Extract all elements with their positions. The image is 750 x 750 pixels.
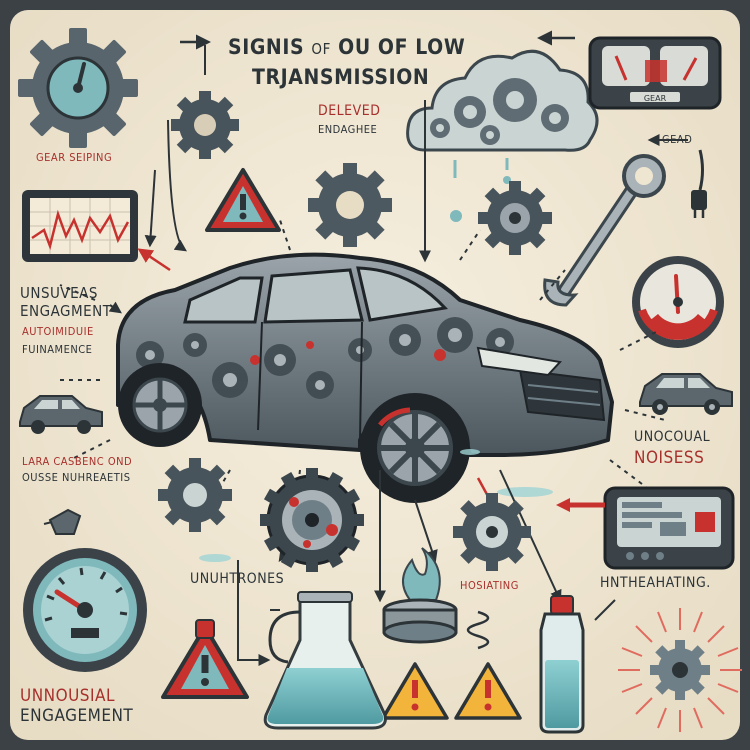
arrow-icon [137, 248, 171, 272]
label-hosiating: HOSIATING [460, 579, 519, 592]
label-unocoual: UNOCOUAL [634, 429, 711, 445]
gear-icon [650, 640, 710, 700]
label-engaghee: ENDAGHEE [318, 123, 378, 136]
torch-icon [382, 547, 458, 644]
car-icon [19, 395, 103, 434]
burst-icon [618, 608, 742, 732]
arrow-icon [167, 119, 187, 252]
label-ouese-nuhreaetis: OUSSE NUHREAETIS [22, 471, 131, 484]
title-line-2: TRJANSMISSION [252, 65, 430, 89]
title-word-2: OF [311, 40, 331, 58]
flask-icon [263, 591, 387, 730]
label-noisess: NOISESS [634, 448, 705, 468]
label-gead: GEAD [662, 133, 693, 146]
wrench-icon [543, 154, 666, 307]
cap [195, 619, 215, 639]
wheel-icon [118, 363, 202, 447]
spray-icon [43, 508, 82, 535]
label-unnousial: UNNOUSIAL [20, 686, 116, 706]
arrow-icon [237, 560, 271, 666]
spring-icon [466, 610, 490, 650]
title-line-1: SIGNIS OF OU OF LOW [228, 36, 465, 58]
gauge-icon [632, 256, 724, 348]
warning-triangle-icon [454, 662, 522, 720]
wheel-icon [360, 393, 470, 503]
car-icon [639, 373, 733, 415]
fluid-puddle [497, 487, 553, 497]
gauge-icon [23, 548, 147, 672]
label-lara-casbenc: LARA CASBENC OND [22, 455, 133, 468]
label-engagement: ENGAGEMENT [20, 706, 134, 726]
label-engagment: ENGAGMENT [20, 302, 112, 320]
gear-icon [18, 28, 138, 148]
scanner-icon [556, 486, 735, 570]
arrow-icon [108, 301, 122, 314]
label-deleved: DELEVED [318, 103, 381, 119]
warning-triangle-icon [161, 625, 249, 699]
title-word-1: SIGNIS [228, 35, 305, 59]
fluid-bottle-icon [539, 595, 585, 734]
plug-icon [691, 149, 707, 218]
fluid-puddle [460, 449, 480, 455]
label-unsuveas: UNSUVEAS [20, 284, 98, 302]
label-hntheahating: HNTHEAHATING. [600, 575, 711, 591]
chart-monitor-icon [22, 190, 138, 262]
droplet-icon [450, 210, 462, 222]
arrow-icon [594, 599, 616, 621]
warning-triangle-icon [381, 662, 449, 720]
car-icon [116, 252, 614, 503]
fluid-puddle [199, 554, 231, 562]
label-gear-seiping: GEAR SEIPING [36, 151, 113, 164]
label-autoimdue: AUTOIMIDUIE [22, 325, 94, 338]
gauge-panel-text: GEAR [644, 94, 667, 103]
warning-triangle-icon [205, 168, 281, 232]
gauge-icon: GEAR [588, 36, 722, 110]
cloud-icon [406, 49, 599, 222]
gear-icon [260, 468, 364, 572]
label-unuhtrones: UNUHTRONES [190, 571, 285, 587]
label-fuinamence: FUINAMENCE [22, 343, 93, 356]
arrow-icon [144, 169, 157, 248]
gear-icon [171, 91, 239, 159]
title-word-3: OU OF LOW [338, 35, 466, 59]
arrow-icon [414, 499, 438, 563]
